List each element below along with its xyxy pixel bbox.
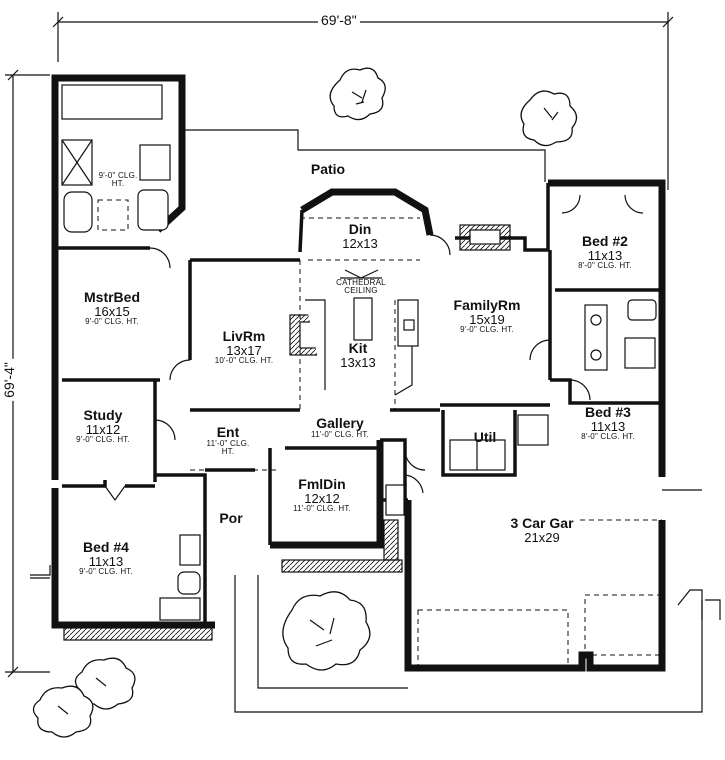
door-swings [104, 194, 644, 502]
room-size: 13x17 [226, 342, 262, 358]
room-ent: Ent 11'-0" CLG. HT. [207, 425, 250, 456]
room-kit: Kit 13x13 [340, 341, 375, 369]
room-ceiling: 9'-0" CLG. HT. [460, 325, 514, 335]
width-dimension-line [52, 12, 674, 190]
cathedral-ceiling-note: CATHEDRAL CEILING [336, 278, 386, 296]
room-size: 12x13 [342, 235, 378, 251]
note-line: 11'-0" CLG. [206, 438, 250, 448]
garage-doors [385, 484, 661, 666]
room-bed2: Bed #2 11x13 8'-0" CLG. HT. [578, 234, 632, 271]
room-name: Bed #3 [585, 404, 631, 420]
room-ceiling: 11'-0" CLG. HT. [311, 429, 369, 439]
room-ceiling: 9'-0" CLG. HT. [79, 567, 133, 577]
room-size: 15x19 [469, 311, 505, 327]
note-line: HT. [221, 447, 235, 457]
room-ceiling: 9'-0" CLG. HT. [85, 317, 139, 327]
room-size: 16x15 [94, 303, 130, 319]
room-size: 11x13 [590, 418, 626, 434]
room-name: Util [473, 429, 497, 445]
room-name: 3 Car Gar [510, 515, 574, 531]
master-bath-ceiling: 9'-0" CLG. HT. [98, 171, 138, 189]
utility-fixtures [449, 414, 549, 471]
bed4-bath-fixtures [159, 534, 201, 621]
room-study: Study 11x12 9'-0" CLG. HT. [76, 408, 130, 445]
tree-icon [520, 90, 578, 147]
room-ceiling: 8'-0" CLG. HT. [581, 432, 635, 442]
room-livrm: LivRm 13x17 10'-0" CLG. HT. [215, 329, 274, 366]
note-line: CEILING [344, 286, 378, 296]
room-name: Ent [216, 424, 240, 440]
room-patio: Patio [311, 162, 345, 177]
room-name: Bed #4 [83, 539, 129, 555]
room-name: MstrBed [83, 289, 141, 305]
tree-icon [329, 67, 386, 121]
room-fmldin: FmlDin 12x12 11'-0" CLG. HT. [293, 477, 351, 514]
master-bath-fixtures [61, 84, 171, 233]
room-garage: 3 Car Gar 21x29 [510, 516, 573, 544]
width-dimension: 69'-8" [318, 12, 360, 28]
room-por: Por [219, 511, 242, 526]
room-name: Bed #2 [582, 233, 628, 249]
room-name: Din [348, 221, 372, 237]
room-size: 11x13 [587, 247, 623, 263]
tree-icon [282, 591, 371, 671]
room-name: FmlDin [298, 476, 346, 492]
room-size: 21x29 [524, 529, 560, 545]
room-size: 11x13 [88, 553, 124, 569]
room-bed3: Bed #3 11x13 8'-0" CLG. HT. [581, 405, 635, 442]
front-planter [63, 519, 403, 641]
room-util: Util [474, 430, 497, 445]
exterior-steps [30, 565, 721, 620]
note-line: CATHEDRAL [336, 278, 386, 287]
tree-icon [32, 657, 136, 738]
fireplace-icon [459, 224, 511, 251]
room-name: Kit [348, 340, 368, 356]
room-gallery: Gallery 11'-0" CLG. HT. [311, 416, 369, 439]
room-name: Gallery [316, 415, 364, 431]
room-mstrbed: MstrBed 16x15 9'-0" CLG. HT. [84, 290, 140, 327]
room-familyrm: FamilyRm 15x19 9'-0" CLG. HT. [454, 298, 521, 335]
room-size: 12x12 [304, 490, 340, 506]
room-din: Din 12x13 [342, 222, 377, 250]
note-line: 9'-0" CLG. [98, 171, 138, 180]
note-line: HT. [111, 179, 125, 189]
room-name: FamilyRm [453, 297, 521, 313]
kitchen-counters [305, 269, 419, 396]
room-ceiling: 10'-0" CLG. HT. [214, 356, 274, 366]
room-ceiling: 11'-0" CLG. HT. [293, 504, 351, 514]
depth-dimension: 69'-4" [0, 359, 17, 401]
room-ceiling: 8'-0" CLG. HT. [578, 261, 632, 271]
room-name: Por [219, 510, 243, 526]
room-name: Study [83, 407, 123, 423]
room-bed4: Bed #4 11x13 9'-0" CLG. HT. [79, 540, 133, 577]
room-size: 11x12 [85, 421, 121, 437]
room-ceiling: 9'-0" CLG. HT. [76, 435, 130, 445]
room-name: Patio [310, 161, 346, 177]
room-name: LivRm [222, 328, 266, 344]
site-outline [180, 129, 703, 713]
shared-bath-fixtures [584, 299, 657, 371]
room-size: 13x13 [340, 354, 376, 370]
